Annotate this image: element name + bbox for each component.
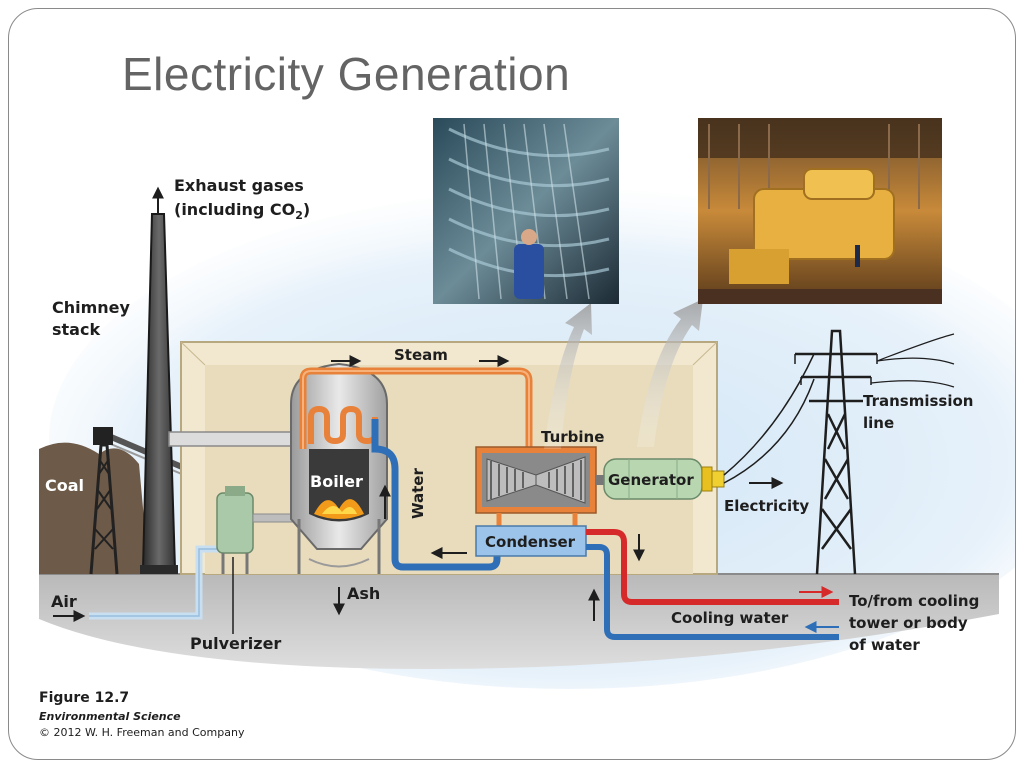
tofrom-label-line3: of water: [849, 636, 920, 654]
pulverizer: [216, 486, 302, 634]
boiler-coils: [308, 405, 378, 445]
ash-label: Ash: [347, 584, 380, 603]
chimney-stack: [140, 186, 178, 574]
flue-duct: [168, 431, 300, 447]
cold-water-pipe: [586, 544, 839, 640]
coal-pile: [39, 442, 149, 574]
transmission-tower: [794, 329, 955, 575]
water-pipe: [371, 419, 501, 571]
turbine-label: Turbine: [541, 428, 604, 446]
turbine: [475, 446, 606, 529]
transmission-label-line2: line: [863, 414, 894, 432]
turbine-photo: [433, 118, 619, 304]
air-label: Air: [51, 592, 77, 611]
tofrom-label-line1: To/from cooling: [849, 592, 979, 610]
generator-photo: [698, 118, 942, 304]
generator: [603, 458, 725, 500]
book-title: Environmental Science: [39, 710, 181, 723]
condenser-label: Condenser: [485, 533, 576, 551]
generator-label: Generator: [608, 471, 694, 489]
figure-number: Figure 12.7: [39, 690, 129, 706]
cooling-water-label: Cooling water: [671, 609, 789, 627]
ground: [39, 574, 999, 669]
exhaust-label-line2: (including CO2): [174, 200, 310, 222]
steam-label: Steam: [394, 346, 448, 364]
water-label: Water: [409, 468, 427, 519]
condenser: [475, 525, 587, 557]
coal-label: Coal: [45, 476, 84, 495]
slide-title: Electricity Generation: [122, 48, 571, 100]
chimney-label-line2: stack: [52, 320, 100, 339]
copyright-text: © 2012 W. H. Freeman and Company: [39, 726, 245, 739]
hot-water-pipe: [586, 529, 839, 605]
tofrom-label-line2: tower or body: [849, 614, 968, 632]
electricity-label: Electricity: [724, 497, 809, 515]
power-plant-diagram: Exhaust gases (including CO2) Chimney st…: [39, 118, 1015, 739]
boiler-label: Boiler: [310, 472, 363, 491]
turbine-photo-arrow: [544, 303, 592, 449]
pulverizer-label: Pulverizer: [190, 634, 281, 653]
chimney-label-line1: Chimney: [52, 298, 131, 317]
slide: Electricity Generation: [8, 8, 1016, 760]
transmission-label-line1: Transmission: [863, 392, 973, 410]
exhaust-label-line1: Exhaust gases: [174, 176, 304, 195]
generator-photo-arrow: [637, 299, 703, 447]
power-plant-building: [180, 341, 718, 575]
